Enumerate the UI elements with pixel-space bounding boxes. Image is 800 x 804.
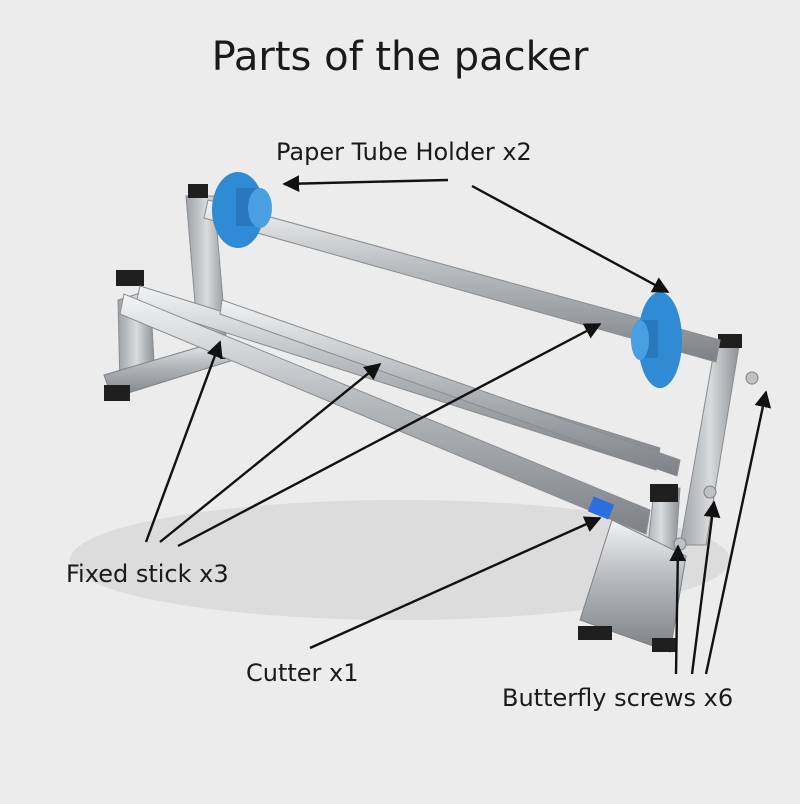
arrow-stick-2 — [159, 362, 382, 543]
annotation-arrows — [144, 175, 772, 675]
label-fixed-stick: Fixed stick x3 — [66, 560, 229, 588]
arrow-cutter — [309, 516, 602, 650]
arrow-screw-1 — [669, 544, 687, 675]
label-butterfly-screws: Butterfly screws x6 — [502, 684, 734, 712]
arrow-screw-3 — [704, 390, 772, 675]
label-paper-tube-holder: Paper Tube Holder x2 — [276, 138, 532, 166]
label-cutter: Cutter x1 — [246, 659, 359, 687]
cutter — [587, 496, 615, 520]
page-title: Parts of the packer — [211, 34, 589, 80]
fixed-sticks — [119, 285, 681, 535]
paper-tube-holder-right — [631, 292, 682, 388]
arrow-stick-1 — [144, 340, 223, 543]
arrow-holder-left — [282, 175, 449, 193]
arrow-holder-right — [471, 184, 670, 294]
floor-shadow — [70, 500, 730, 620]
arrow-screw-2 — [690, 500, 721, 675]
paper-tube-holder-left — [212, 172, 272, 248]
top-roller — [203, 199, 721, 363]
arrow-stick-3 — [177, 322, 602, 548]
right-frame — [578, 334, 742, 653]
